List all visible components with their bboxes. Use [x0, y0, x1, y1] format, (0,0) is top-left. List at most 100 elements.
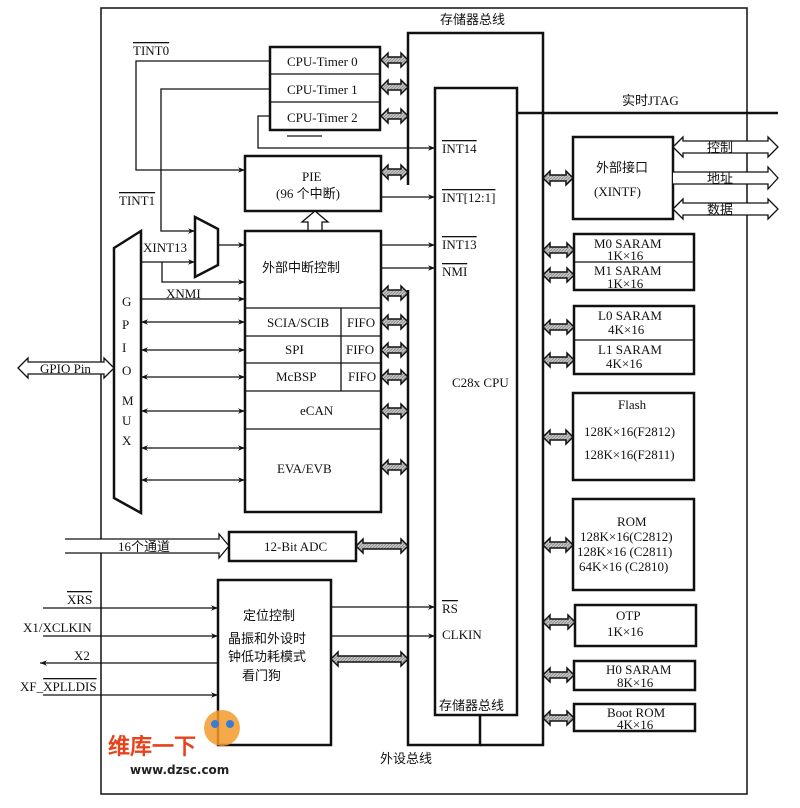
xintf-box	[571, 135, 675, 221]
peripheral-spi: SPI	[285, 342, 304, 357]
tint0-label: TINT0	[133, 43, 169, 58]
xintf-control-label: 控制	[707, 140, 733, 155]
cpu-timer-block	[268, 45, 382, 132]
ext-int-to-pie-arrow	[300, 210, 330, 231]
svg-text:维库一下: 维库一下	[108, 734, 196, 760]
pie-title: PIE	[302, 169, 322, 184]
memory-bus-bottom-label: 存储器总线	[439, 698, 504, 713]
gpio-mux-letter: X	[122, 433, 132, 448]
xintf-address-bus	[673, 165, 779, 191]
cpu-int13: INT13	[442, 237, 477, 252]
pie-box	[243, 154, 383, 213]
l1-size: 4K×16	[606, 356, 643, 371]
peripheral-ecan: eCAN	[300, 403, 334, 418]
bus-connection-arrow	[541, 241, 576, 259]
boot-rom-size: 4K×16	[617, 717, 654, 732]
xint13-label: XINT13	[143, 240, 187, 255]
cpu-nmi: NMI	[442, 264, 467, 279]
peripheral-block	[243, 229, 383, 514]
x1-pin-label: X1/XCLKIN	[23, 620, 92, 635]
l1-saram: L1 SARAM	[598, 342, 662, 357]
tint1-wire	[160, 88, 270, 234]
xrs-pin-label: XRS	[67, 592, 92, 607]
adc-channels-label: 16个通道	[118, 539, 170, 554]
flash-f2811: 128K×16(F2811)	[584, 447, 675, 462]
rom-c2812: 128K×16(C2812)	[580, 529, 673, 544]
system-control-line-4: 看门狗	[242, 668, 281, 683]
cpu-timer-2: CPU-Timer 2	[287, 110, 358, 125]
xintf-title: 外部接口	[596, 160, 648, 175]
xintf-control-bus	[672, 135, 779, 159]
xintf-subtitle: (XINTF)	[594, 184, 641, 199]
bus-connection-arrow	[541, 266, 576, 284]
bus-connection-arrow	[379, 402, 410, 420]
fifo-spi: FIFO	[346, 342, 374, 357]
xnmi-label: XNMI	[166, 286, 201, 301]
memory-bus	[406, 31, 545, 747]
tint1-label: TINT1	[119, 193, 155, 208]
xintf-data-bus	[672, 197, 779, 221]
fifo-mcbsp: FIFO	[348, 369, 376, 384]
flash-f2812: 128K×16(F2812)	[584, 424, 675, 439]
cpu-timer-0: CPU-Timer 0	[287, 54, 358, 69]
otp-title: OTP	[616, 608, 641, 623]
bus-connection-arrow	[329, 650, 410, 668]
bus-connection-arrow	[541, 536, 575, 554]
bus-connection-arrow	[541, 428, 575, 446]
svg-text:www.dzsc.com: www.dzsc.com	[130, 763, 229, 777]
flash-box	[571, 391, 696, 482]
bus-connection-arrow	[379, 78, 410, 96]
h0-saram-box	[572, 659, 697, 692]
pie-subtitle: (96 个中断)	[276, 186, 340, 201]
x2-pin-label: X2	[74, 648, 90, 663]
boot-rom: Boot ROM	[607, 705, 666, 720]
bus-connection-arrow	[541, 709, 576, 727]
rom-title: ROM	[617, 514, 647, 529]
flash-title: Flash	[618, 397, 647, 412]
adc-label: 12-Bit ADC	[264, 539, 327, 554]
xintf-address-label: 地址	[707, 171, 733, 186]
rom-c2811: 128K×16 (C2811)	[577, 544, 672, 559]
gpio-mux	[112, 228, 143, 516]
bus-connection-arrow	[379, 368, 410, 386]
bus-connection-arrow	[379, 107, 410, 125]
bus-connection-arrow	[379, 163, 410, 181]
bus-connection-arrow	[379, 458, 410, 476]
adc-channels-arrow	[65, 532, 230, 560]
dzsc-watermark-logo: 维库一下 www.dzsc.com	[108, 710, 240, 777]
rom-c2810: 64K×16 (C2810)	[579, 559, 668, 574]
m0-saram: M0 SARAM	[594, 236, 662, 251]
cpu-name: C28x CPU	[452, 375, 509, 390]
memory-bus-top-label: 存储器总线	[440, 12, 505, 27]
bus-connection-arrow	[541, 169, 575, 187]
m1-size: 1K×16	[607, 276, 644, 291]
bus-connection-arrow	[541, 613, 577, 631]
tint0-wire	[135, 60, 270, 173]
bus-connection-arrow	[379, 341, 410, 359]
l0-size: 4K×16	[608, 322, 645, 337]
gpio-mux-letter: O	[122, 363, 131, 378]
xint13-branch-wire	[161, 262, 245, 285]
gpio-pin-label: GPIO Pin	[40, 361, 91, 376]
rom-box	[571, 497, 696, 592]
gpio-mux-letter: G	[122, 294, 131, 309]
gpio-pin-arrow	[17, 356, 115, 380]
l0-saram: L0 SARAM	[598, 308, 662, 323]
peripheral-bus	[406, 290, 482, 747]
gpio-mux-letter: M	[122, 393, 134, 408]
system-control-line-3: 钟低功耗模式	[228, 649, 306, 664]
gpio-mux-letter: I	[122, 340, 126, 355]
cpu-int12: INT[12:1]	[442, 190, 495, 205]
h0-size: 8K×16	[617, 675, 654, 690]
peripheral-mcbsp: McBSP	[276, 369, 316, 384]
gpio-mux-letter: P	[122, 317, 129, 332]
bus-connection-arrow	[541, 351, 576, 369]
jtag-label: 实时JTAG	[622, 93, 679, 108]
fifo-sci: FIFO	[347, 315, 375, 330]
bus-connection-arrow	[379, 313, 410, 331]
cpu-clkin: CLKIN	[442, 627, 482, 642]
m1-saram: M1 SARAM	[594, 263, 662, 278]
xf-pin-label: XF_XPLLDIS	[20, 679, 97, 694]
m0-size: 1K×16	[607, 248, 644, 263]
